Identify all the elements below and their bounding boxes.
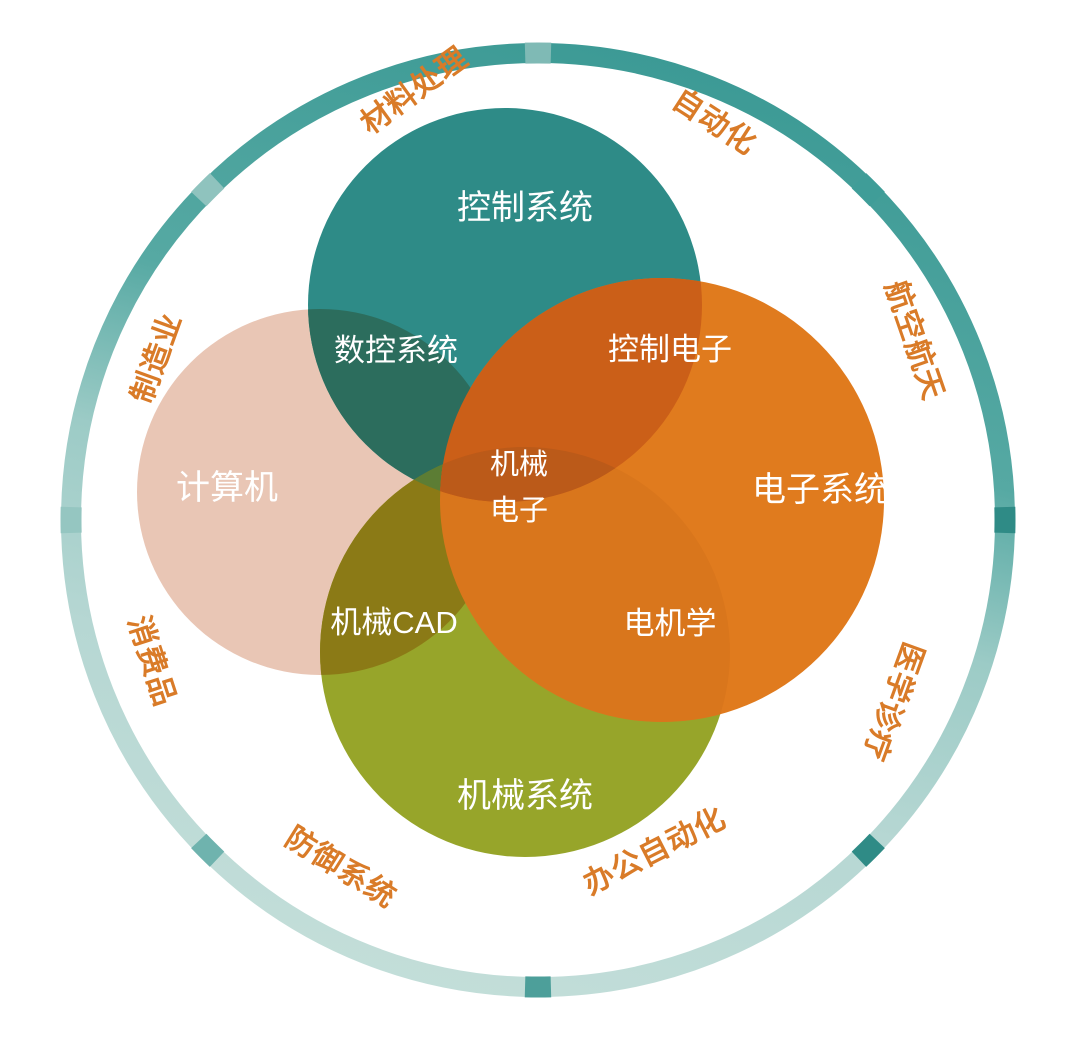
ring-label-defense-systems: 防御系统 — [279, 820, 402, 915]
venn-label-electric-machinery: 电机学 — [624, 606, 717, 641]
ring-tick-icon — [60, 42, 1016, 998]
venn-label-cnc-systems: 数控系统 — [334, 333, 458, 368]
ring-label-medical-treatment: 医学诊疗 — [856, 638, 930, 766]
ring-label-consumer-goods: 消费品 — [121, 612, 181, 711]
venn-label-control-systems: 控制系统 — [457, 189, 593, 227]
venn-label-mechanical-systems: 机械系统 — [457, 777, 593, 815]
venn-circle-group — [137, 108, 884, 857]
venn-label-mechatronics-line1: 机械 — [490, 448, 548, 481]
venn-text-group: 控制系统 电子系统 机械系统 计算机 数控系统 控制电子 机械CAD 电机学 — [176, 189, 888, 815]
overlap-region-cad — [320, 447, 503, 675]
ring-tick-icon — [60, 42, 1016, 998]
venn-label-electronic-systems: 电子系统 — [752, 471, 888, 509]
venn-label-control-electronics: 控制电子 — [608, 332, 732, 367]
ring-tick-icon — [60, 42, 1016, 998]
ring-tick-icon — [60, 42, 1016, 998]
venn-label-mechatronics-line2: 电子 — [490, 494, 548, 527]
venn-label-computer: 计算机 — [176, 469, 278, 507]
overlap-region-motor — [440, 447, 730, 722]
venn-label-mechanical-cad: 机械CAD — [330, 605, 457, 640]
